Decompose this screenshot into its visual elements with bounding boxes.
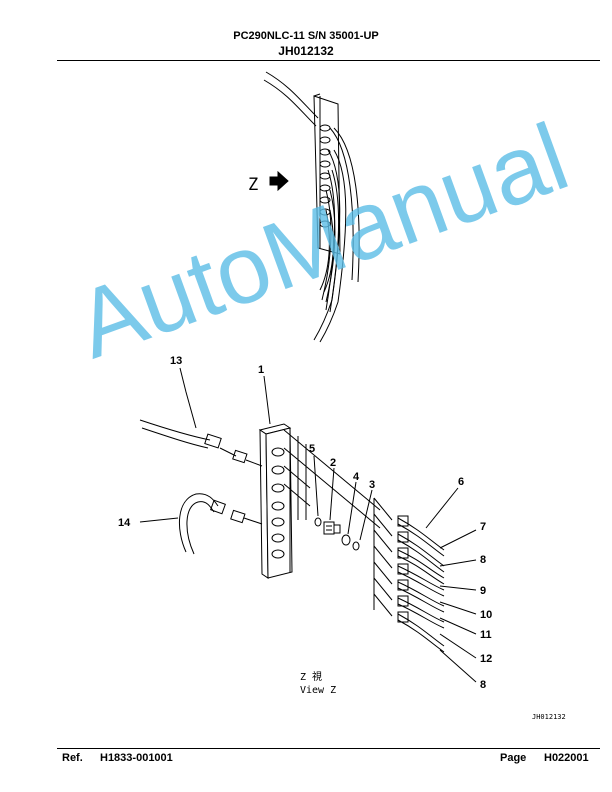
callout-14: 14 (118, 517, 131, 529)
page-value: H022001 (544, 752, 589, 764)
callout-3: 3 (369, 479, 375, 491)
drawing-id: JH012132 (532, 713, 566, 721)
callout-11: 11 (480, 629, 492, 641)
hose-assembly-right (373, 497, 445, 653)
callout-8: 8 (480, 554, 486, 566)
callout-leaders (139, 367, 477, 683)
callout-13: 13 (170, 355, 182, 367)
hose-14 (178, 493, 263, 555)
view-caption-jp: Z 視 (300, 670, 322, 683)
manifold-block (258, 423, 381, 579)
callout-6: 6 (458, 476, 464, 488)
callout-2: 2 (330, 457, 336, 469)
ref-value: H1833-001001 (100, 752, 173, 764)
o-ring-3 (352, 541, 360, 551)
callout-5: 5 (309, 443, 315, 455)
header-code: JH012132 (278, 44, 334, 58)
fitting-2 (323, 521, 341, 535)
callout-12: 12 (480, 653, 492, 665)
callout-8b: 8 (480, 679, 486, 691)
view-arrow-icon (269, 170, 289, 192)
header-divider (57, 60, 600, 61)
footer-divider (57, 748, 600, 749)
callout-10: 10 (480, 609, 492, 621)
callout-9: 9 (480, 585, 486, 597)
callout-1: 1 (258, 364, 264, 376)
callout-7: 7 (480, 521, 486, 533)
view-z-marker: Z (248, 175, 258, 195)
ref-label: Ref. (62, 752, 83, 764)
header-model: PC290NLC-11 S/N 35001-UP (233, 30, 379, 42)
view-caption-en: View Z (300, 685, 336, 696)
page-label: Page (500, 752, 527, 764)
hose-13 (139, 419, 263, 467)
o-ring-5 (314, 517, 322, 527)
callout-4: 4 (353, 471, 360, 483)
top-view-assembly (263, 71, 360, 343)
o-ring-4 (341, 534, 351, 546)
